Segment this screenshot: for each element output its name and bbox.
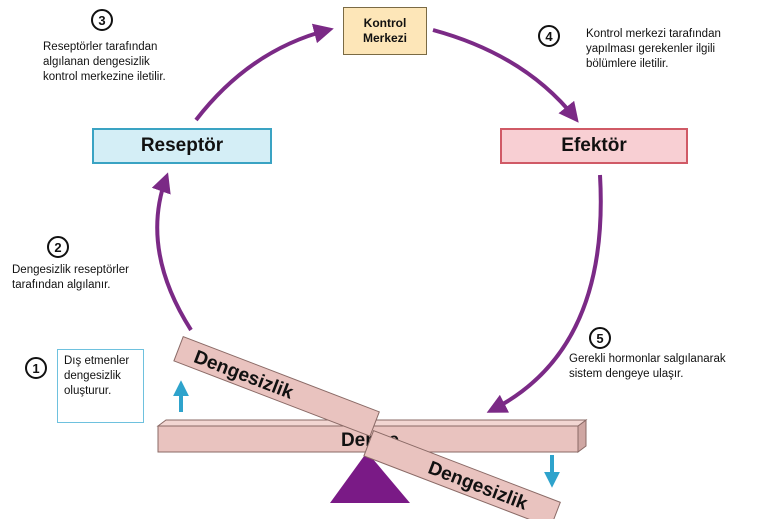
step-1-number: 1 (25, 357, 47, 379)
step-5-line: sistem dengeye ulaşır. (569, 368, 684, 380)
receptor-label: Reseptör (140, 135, 224, 156)
effector-box: Efektör (500, 128, 688, 164)
step-1-line: Dış etmenler (64, 355, 130, 367)
arrow-imbalance-to-receptor (151, 172, 193, 332)
fulcrum (330, 452, 410, 503)
effector-label: Efektör (561, 135, 627, 156)
step-3-line: kontrol merkezine iletilir. (43, 71, 166, 83)
step-4-line: bölümlere iletilir. (586, 58, 669, 70)
step-1-text: Dış etmenler dengesizlik oluşturur. (57, 349, 144, 423)
step-5-text: Gerekli hormonlar salgılanarak sistem de… (569, 352, 726, 382)
step-3-line: Reseptörler tarafından (43, 41, 158, 53)
control-center-line1: Kontrol (363, 16, 407, 30)
control-center-line2: Merkezi (362, 31, 408, 45)
step-2-line: Dengesizlik reseptörler (12, 264, 129, 276)
step-2-number: 2 (47, 236, 69, 258)
arrow-receptor-to-control (194, 23, 334, 122)
step-1-line: dengesizlik (64, 370, 121, 382)
step-2-line: tarafından algılanır. (12, 279, 111, 291)
step-3-text: Reseptörler tarafından algılanan dengesi… (43, 40, 166, 85)
step-4-number: 4 (538, 25, 560, 47)
step-3-number: 3 (91, 9, 113, 31)
step-4-line: Kontrol merkezi tarafından (586, 28, 721, 40)
arrow-control-to-effector (432, 28, 579, 123)
step-2-text: Dengesizlik reseptörler tarafından algıl… (12, 263, 129, 293)
step-5-line: Gerekli hormonlar salgılanarak (569, 353, 726, 365)
step-5-number: 5 (589, 327, 611, 349)
step-4-line: yapılması gerekenler ilgili (586, 43, 716, 55)
step-4-text: Kontrol merkezi tarafından yapılması ger… (586, 27, 721, 72)
receptor-box: Reseptör (92, 128, 272, 164)
control-center-box: Kontrol Merkezi (343, 7, 427, 55)
step-1-line: oluşturur. (64, 385, 112, 397)
step-3-line: algılanan dengesizlik (43, 56, 150, 68)
arrow-effector-to-balance (486, 174, 603, 413)
